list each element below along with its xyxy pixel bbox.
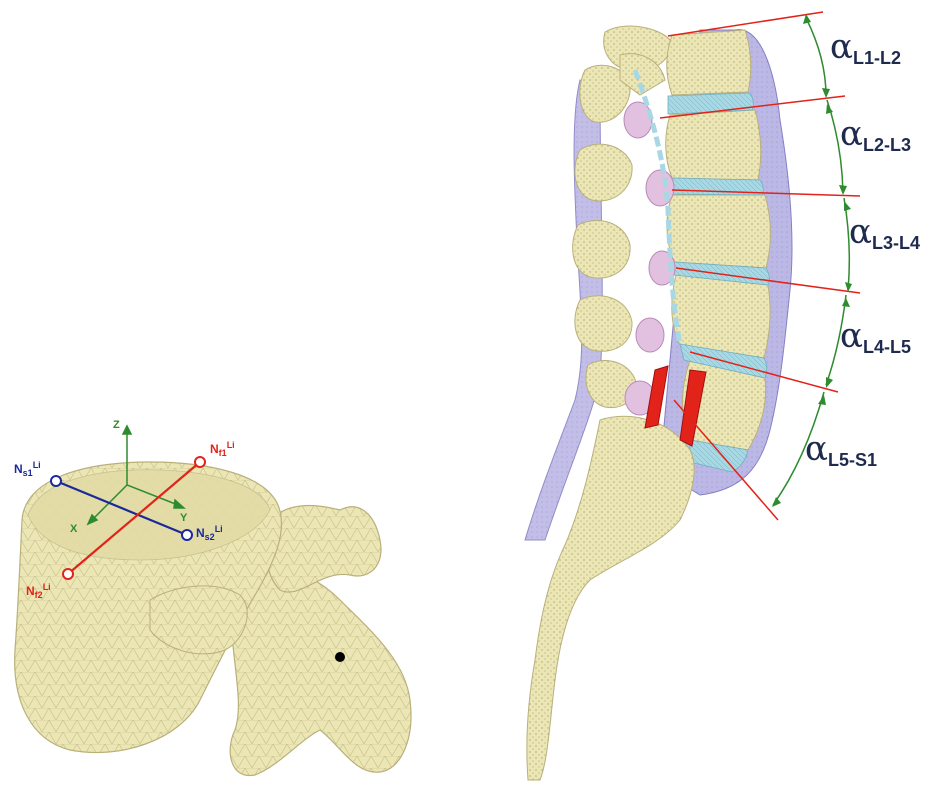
disc-L1-L2 <box>668 93 753 114</box>
angle-label-L1-L2: αL1-L2 <box>830 27 901 68</box>
angle-arc-L1-L2 <box>806 18 826 96</box>
angle-label-L3-L4: αL3-L4 <box>849 212 920 253</box>
vertebra-pedicle <box>150 586 247 654</box>
landmark-dot <box>335 652 345 662</box>
vertebra-L2 <box>666 110 761 180</box>
angle-label-L5-S1: αL5-S1 <box>805 429 877 470</box>
axis-y-label: Y <box>180 512 188 524</box>
node-s2-marker <box>182 530 192 540</box>
lumbar-spine-model <box>525 26 792 780</box>
axis-z-label: Z <box>113 419 120 431</box>
axis-x-label: X <box>70 523 78 535</box>
node-f2-marker <box>63 569 73 579</box>
vertebra-posterior-process <box>230 569 411 776</box>
vertebra-L3 <box>667 195 770 268</box>
angle-label-L2-L3: αL2-L3 <box>840 114 911 155</box>
vertebra-model: Z X Y Ns1Li Nf1Li Ns2Li Nf2Li <box>14 419 411 776</box>
angle-label-L4-L5: αL4-L5 <box>840 316 911 357</box>
node-s1-marker <box>51 476 61 486</box>
node-label-f1: Nf1Li <box>210 440 235 458</box>
node-f1-marker <box>195 457 205 467</box>
vertebra-L1 <box>667 30 751 95</box>
node-label-s1: Ns1Li <box>14 460 41 478</box>
vertebra-transverse-process <box>266 506 381 593</box>
